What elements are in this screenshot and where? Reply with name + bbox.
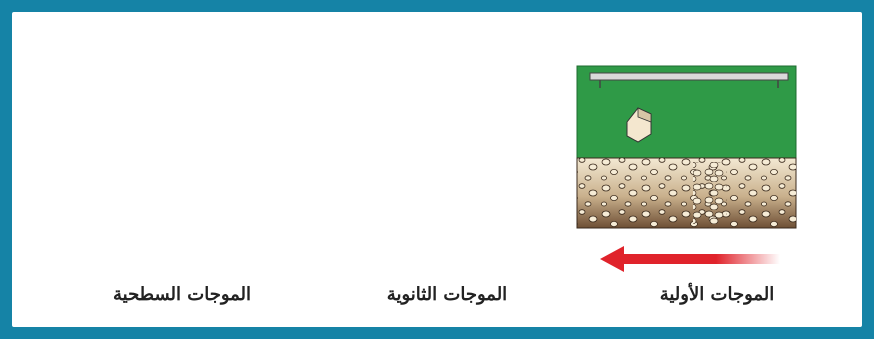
primary-wave-block xyxy=(577,66,796,272)
primary-waves-label: الموجات الأولية xyxy=(587,284,847,305)
wave-direction-arrow xyxy=(600,246,780,272)
secondary-waves-label: الموجات الثانوية xyxy=(317,284,577,305)
surface-waves-label: الموجات السطحية xyxy=(52,284,312,305)
